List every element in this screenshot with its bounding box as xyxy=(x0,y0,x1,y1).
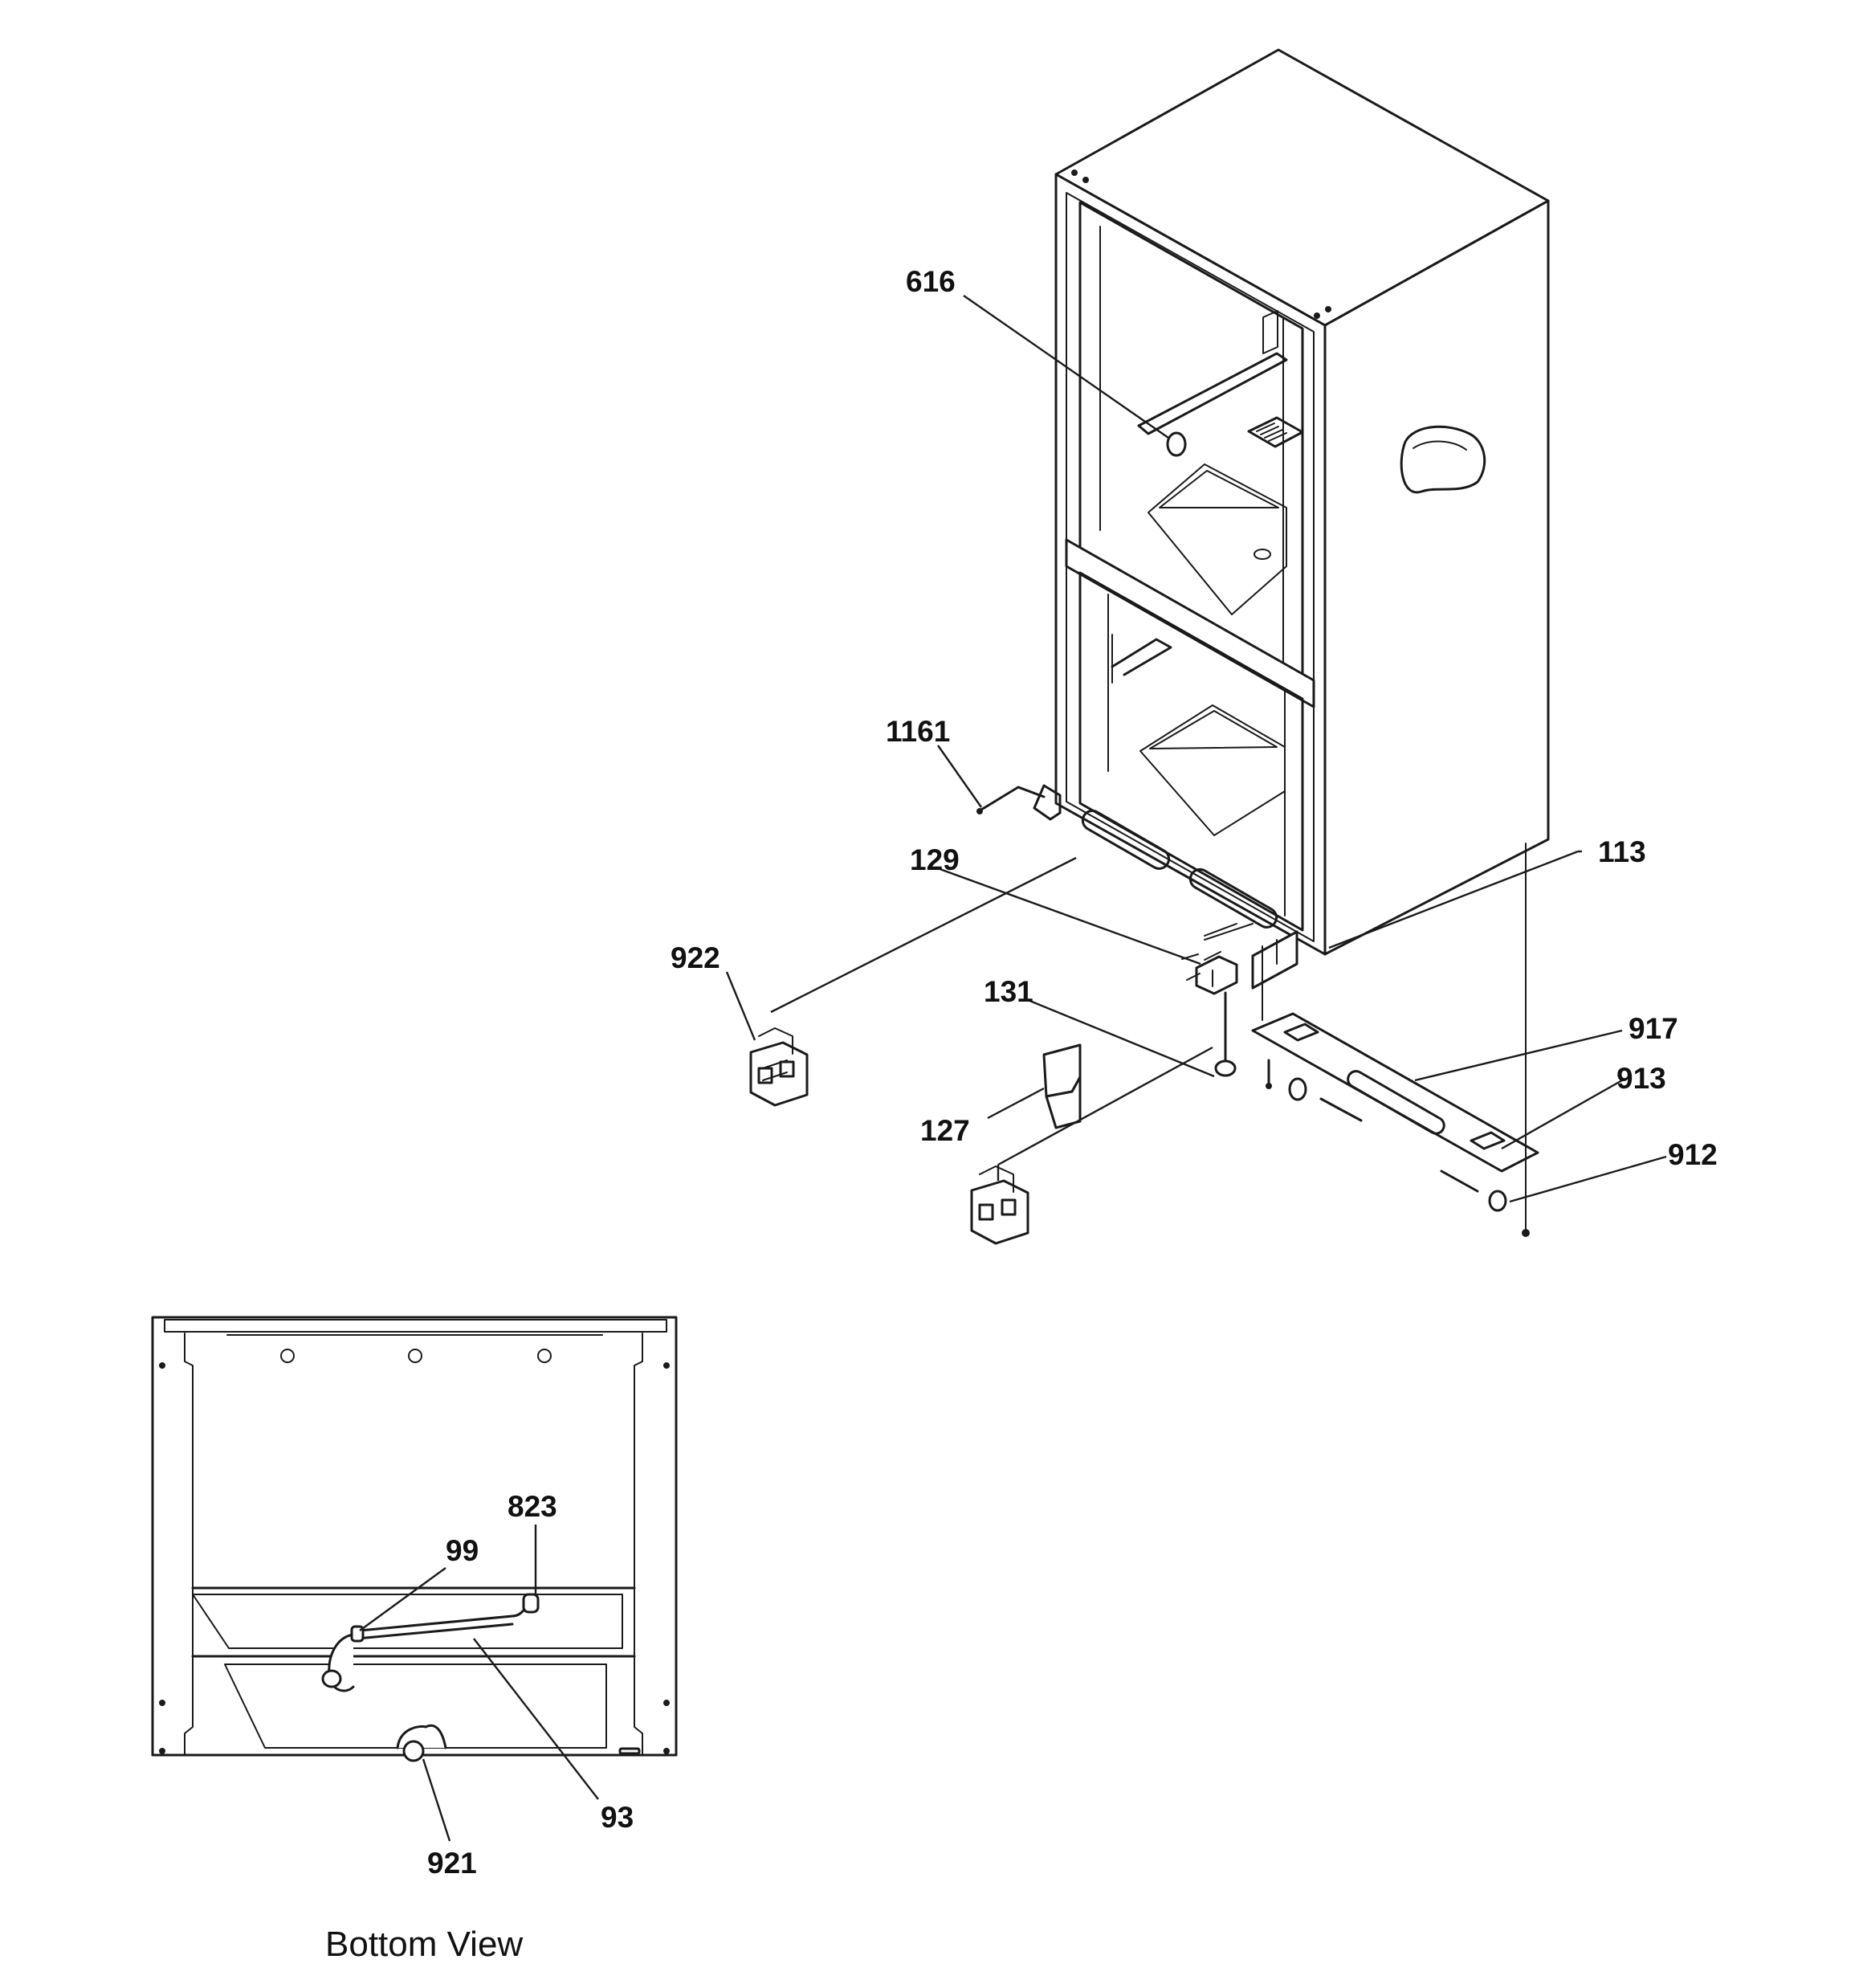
callout-labels: 616 1161 129 113 922 131 917 913 127 912… xyxy=(325,265,1718,1964)
callout-922: 922 xyxy=(671,941,720,974)
callout-912: 912 xyxy=(1668,1138,1718,1171)
leader-lines xyxy=(725,295,1667,1203)
leveling-leg-lower xyxy=(970,1165,1029,1245)
bracket-113 xyxy=(1204,923,1298,990)
toe-grille-127 xyxy=(1042,1043,1082,1129)
bottom-view-drawing xyxy=(151,1316,678,1762)
callout-127: 127 xyxy=(920,1114,970,1147)
callout-93: 93 xyxy=(601,1801,634,1834)
bottom-view-leaders xyxy=(359,1525,599,1842)
leveling-leg-922 xyxy=(749,1027,809,1107)
callout-917: 917 xyxy=(1629,1012,1678,1045)
callout-129: 129 xyxy=(910,843,960,876)
callout-1161: 1161 xyxy=(886,715,950,748)
roller-assembly-129 xyxy=(1181,923,1238,1077)
callout-113: 113 xyxy=(1598,835,1646,868)
callout-913: 913 xyxy=(1616,1062,1666,1095)
callout-131: 131 xyxy=(984,975,1033,1008)
callout-921: 921 xyxy=(427,1847,477,1880)
callout-616: 616 xyxy=(906,265,956,298)
base-rail-917 xyxy=(1251,843,1539,1237)
callout-99: 99 xyxy=(446,1534,479,1567)
hinge-1161 xyxy=(976,784,1062,821)
bottom-view-caption: Bottom View xyxy=(325,1925,523,1964)
callout-823: 823 xyxy=(508,1490,557,1523)
refrigerator-cabinet xyxy=(1054,48,1550,956)
